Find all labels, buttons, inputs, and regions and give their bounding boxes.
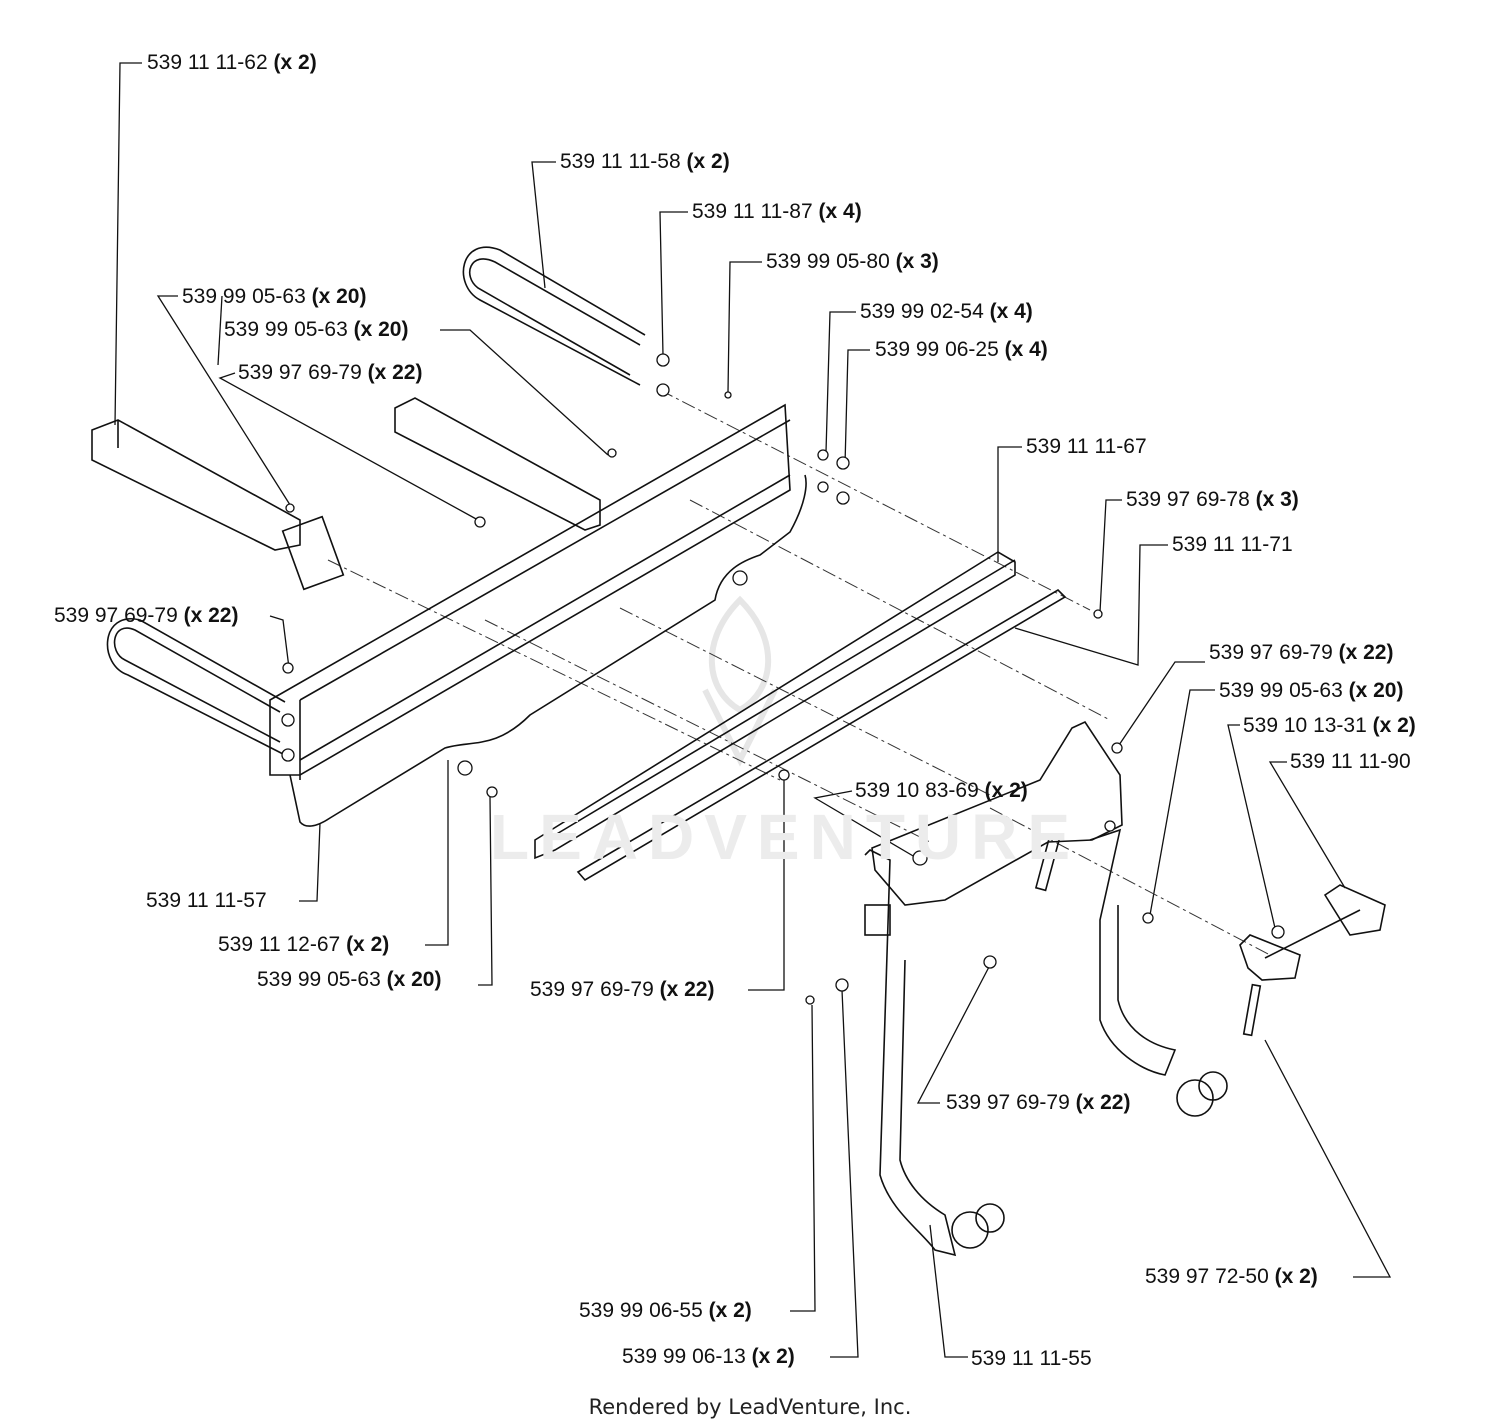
callout-label: 539 10 83-69 (x 2) (855, 779, 1028, 803)
part-number: 539 11 11-62 (147, 51, 268, 74)
footer-credit: Rendered by LeadVenture, Inc. (588, 1395, 912, 1419)
quantity: (x 20) (311, 285, 367, 308)
quantity: (x 22) (1338, 641, 1394, 664)
quantity: (x 3) (895, 250, 939, 273)
quantity: (x 22) (1075, 1091, 1131, 1114)
part-number: 539 99 05-63 (1219, 679, 1343, 702)
callout-label: 539 97 69-78 (x 3) (1126, 488, 1299, 512)
callout-label: 539 99 05-63 (x 20) (1219, 679, 1403, 703)
part-number: 539 97 72-50 (1145, 1265, 1269, 1288)
quantity: (x 2) (751, 1345, 795, 1368)
quantity: (x 2) (984, 779, 1028, 802)
main-frame-rail (269, 403, 807, 827)
part-number: 539 11 11-90 (1290, 750, 1411, 773)
part-number: 539 11 11-67 (1026, 435, 1147, 458)
part-number: 539 10 83-69 (855, 779, 979, 802)
quantity: (x 2) (1372, 714, 1416, 737)
callout-label: 539 11 11-62 (x 2) (147, 51, 317, 75)
quantity: (x 4) (989, 300, 1033, 323)
callout-label: 539 99 06-13 (x 2) (622, 1345, 795, 1369)
part-number: 539 99 05-80 (766, 250, 890, 273)
part-number: 539 99 06-25 (875, 338, 999, 361)
quantity: (x 2) (346, 933, 390, 956)
left-tube (91, 419, 345, 591)
quantity: (x 4) (1004, 338, 1048, 361)
part-number: 539 11 11-87 (692, 200, 813, 223)
quantity: (x 3) (1255, 488, 1299, 511)
quantity: (x 20) (353, 318, 409, 341)
part-number: 539 99 06-13 (622, 1345, 746, 1368)
callout-label: 539 11 11-67 (1026, 435, 1147, 459)
callout-label: 539 99 02-54 (x 4) (860, 300, 1033, 324)
part-number: 539 11 11-57 (146, 889, 267, 912)
callout-label: 539 99 05-63 (x 20) (182, 285, 366, 309)
part-number: 539 97 69-79 (238, 361, 362, 384)
u-bolt-bottom (106, 617, 286, 756)
callout-label: 539 10 13-31 (x 2) (1243, 714, 1416, 738)
angle-bars (534, 551, 1067, 882)
leader-lines (114, 62, 1392, 1358)
part-number: 539 97 69-78 (1126, 488, 1250, 511)
part-number: 539 99 05-63 (182, 285, 306, 308)
hitch-assembly (864, 720, 1386, 1257)
quantity: (x 2) (273, 51, 317, 74)
part-number: 539 99 05-63 (224, 318, 348, 341)
part-number: 539 11 11-71 (1172, 533, 1293, 556)
fasteners (281, 353, 1285, 1005)
part-number: 539 11 11-55 (971, 1347, 1092, 1370)
quantity: (x 22) (659, 978, 715, 1001)
quantity: (x 20) (386, 968, 442, 991)
part-number: 539 97 69-79 (1209, 641, 1333, 664)
callout-label: 539 99 05-63 (x 20) (224, 318, 408, 342)
callout-label: 539 97 69-79 (x 22) (946, 1091, 1130, 1115)
part-number: 539 11 11-58 (560, 150, 681, 173)
callout-label: 539 11 11-71 (1172, 533, 1293, 557)
part-number: 539 11 12-67 (218, 933, 341, 956)
quantity: (x 4) (818, 200, 862, 223)
callout-label: 539 11 11-90 (1290, 750, 1411, 774)
callout-label: 539 11 12-67 (x 2) (218, 933, 389, 957)
callout-label: 539 99 06-25 (x 4) (875, 338, 1048, 362)
middle-tube (394, 397, 601, 531)
alignment-lines (327, 389, 1271, 956)
watermark-logo (702, 595, 778, 767)
callout-label: 539 99 06-55 (x 2) (579, 1299, 752, 1323)
quantity: (x 2) (1274, 1265, 1318, 1288)
callout-label: 539 99 05-80 (x 3) (766, 250, 939, 274)
part-number: 539 99 06-55 (579, 1299, 703, 1322)
part-number: 539 97 69-79 (54, 604, 178, 627)
watermark-text: LEADVENTURE (490, 801, 1081, 873)
quantity: (x 22) (183, 604, 239, 627)
quantity: (x 22) (367, 361, 423, 384)
part-number: 539 99 02-54 (860, 300, 984, 323)
callout-label: 539 97 69-79 (x 22) (238, 361, 422, 385)
quantity: (x 20) (1348, 679, 1404, 702)
u-bolt-top (462, 246, 646, 386)
quantity: (x 2) (686, 150, 730, 173)
part-number: 539 99 05-63 (257, 968, 381, 991)
callout-label: 539 97 72-50 (x 2) (1145, 1265, 1318, 1289)
part-number: 539 97 69-79 (530, 978, 654, 1001)
callout-label: 539 99 05-63 (x 20) (257, 968, 441, 992)
callout-label: 539 97 69-79 (x 22) (1209, 641, 1393, 665)
quantity: (x 2) (708, 1299, 752, 1322)
part-number: 539 10 13-31 (1243, 714, 1367, 737)
part-number: 539 97 69-79 (946, 1091, 1070, 1114)
callout-label: 539 97 69-79 (x 22) (54, 604, 238, 628)
callout-label: 539 11 11-55 (971, 1347, 1092, 1371)
callout-label: 539 11 11-57 (146, 889, 267, 913)
callout-label: 539 97 69-79 (x 22) (530, 978, 714, 1002)
callout-label: 539 11 11-58 (x 2) (560, 150, 730, 174)
callout-label: 539 11 11-87 (x 4) (692, 200, 862, 224)
